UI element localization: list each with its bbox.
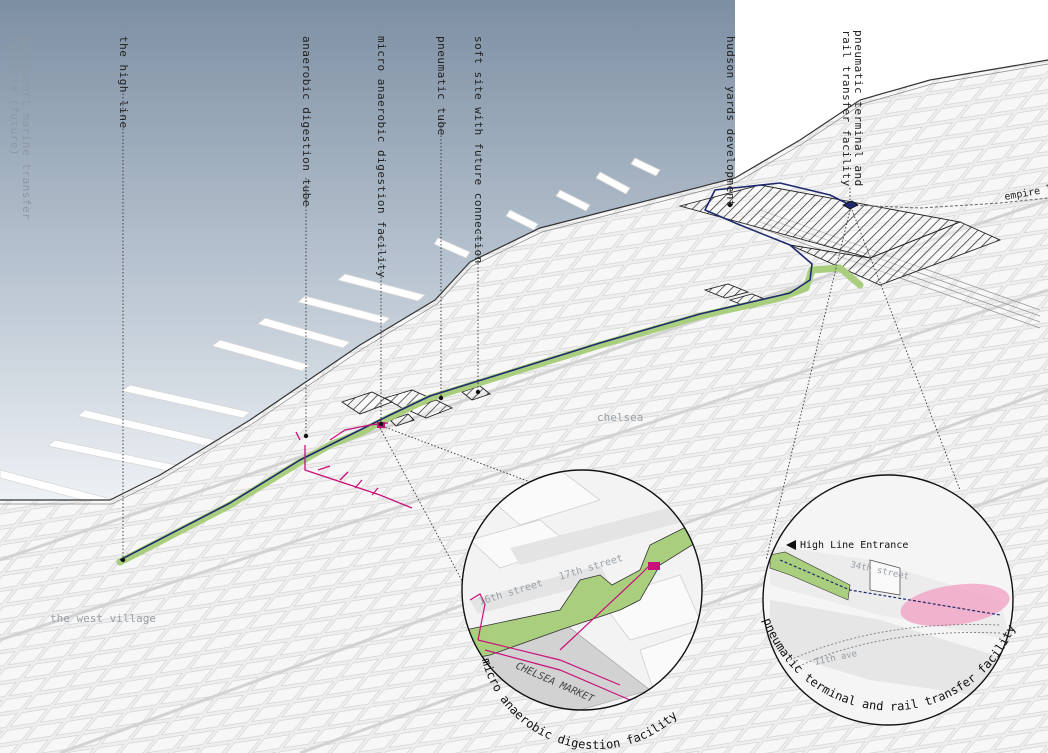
empire-line xyxy=(849,197,1048,209)
pneumatic-tube xyxy=(119,182,851,561)
hudson-river xyxy=(0,0,735,500)
neighborhood-chelsea: chelsea xyxy=(597,411,643,424)
inset-pneumatic-terminal: 34th street 11th ave High Line Entrance xyxy=(762,474,1014,726)
label-pneumatic-terminal: pneumatic terminal and rail transfer fac… xyxy=(840,30,865,187)
label-high-line: the high line xyxy=(117,36,130,129)
label-anaerobic-tube: anaerobic digestion tube xyxy=(300,36,313,207)
entrance-arrow-icon xyxy=(786,540,796,550)
terminal-marker-icon xyxy=(842,200,859,210)
label-micro-facility: micro anaerobic digestion facility xyxy=(375,36,388,279)
label-hudson-yards: hudson yards development xyxy=(724,36,737,207)
piers xyxy=(0,157,661,507)
inset-right-entrance-label: High Line Entrance xyxy=(800,540,908,551)
label-gansevoort: gansevoort marine transfer facility (fut… xyxy=(8,35,33,221)
leader-lines xyxy=(122,90,961,591)
label-soft-site: soft site with future connection xyxy=(472,36,485,264)
leader-dots xyxy=(120,202,733,563)
label-pneumatic-tube: pneumatic tube xyxy=(435,36,448,136)
neighborhood-west-village: the west village xyxy=(50,612,156,625)
